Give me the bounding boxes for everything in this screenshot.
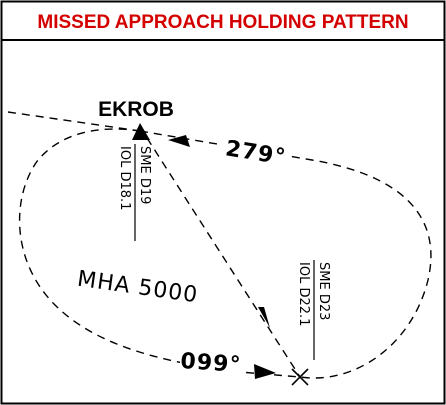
- waypoint-name: EKROB: [98, 98, 174, 121]
- ekrob-waypoint-icon: [132, 123, 150, 140]
- outbound-arrow-icon: [254, 364, 276, 379]
- inbound-course-mask: [222, 138, 290, 164]
- ekrob-fix-line1: SME D19: [137, 146, 152, 204]
- ekrob-fix-line2: IOL D18.1: [117, 146, 132, 210]
- mha-label: MHA 5000: [76, 267, 200, 309]
- ekrob-fix-distances: SME D19 IOL D18.1: [117, 144, 152, 241]
- header-title: MISSED APPROACH HOLDING PATTERN: [37, 12, 408, 33]
- diagonal-arrow-icon: [258, 307, 270, 328]
- end-fix-line1: SME D23: [316, 262, 331, 320]
- end-fix-line2: IOL D22.1: [296, 262, 311, 326]
- holding-racetrack: [18, 128, 432, 379]
- outbound-course-label: 099°: [180, 349, 243, 378]
- inbound-arrow-icon: [168, 135, 190, 147]
- end-fix-distances: SME D23 IOL D22.1: [296, 260, 331, 360]
- diagonal-track-leg: [146, 137, 301, 378]
- end-fix-cross-icon: [291, 368, 309, 386]
- outbound-course-mask: [180, 350, 242, 374]
